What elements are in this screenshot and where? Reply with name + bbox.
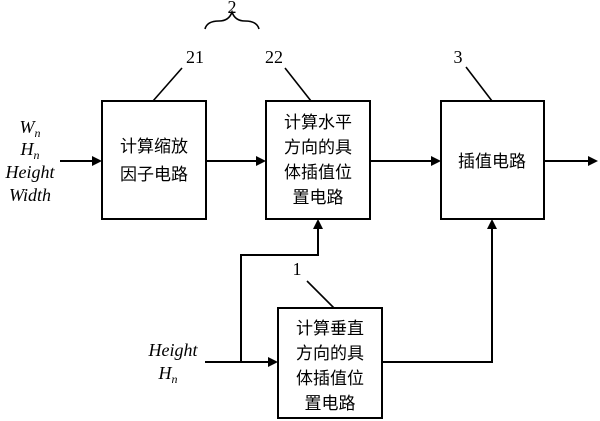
calc-scale-factor-box xyxy=(101,100,207,220)
arrowhead-branch-to-horiz xyxy=(313,219,323,229)
input-hn: Hn xyxy=(20,139,40,162)
label-interp: 3 xyxy=(454,47,463,67)
vertical-position-line-1: 计算垂直 xyxy=(296,319,364,339)
group-brace xyxy=(204,9,260,30)
horizontal-position-line-4: 置电路 xyxy=(293,188,344,208)
leader-horiz xyxy=(284,67,312,102)
label-horiz: 22 xyxy=(265,47,283,67)
input-height: Height xyxy=(5,162,56,182)
wire-branch-to-horiz xyxy=(240,227,319,362)
vertical-position-line-4: 置电路 xyxy=(305,394,356,414)
arrowhead-scale-to-horiz xyxy=(256,156,266,166)
calc-scale-factor-line-1: 计算缩放 xyxy=(120,137,188,157)
label-calc-factor: 21 xyxy=(186,47,204,67)
vertical-position-line-2: 方向的具 xyxy=(296,344,364,364)
arrowhead-interp-output xyxy=(588,156,598,166)
arrowhead-input-to-scale xyxy=(92,156,102,166)
interpolation-line-1: 插值电路 xyxy=(458,152,526,172)
calc-scale-factor-line-2: 因子电路 xyxy=(120,165,188,185)
vertical-position-box xyxy=(277,307,383,419)
interpolation-box xyxy=(440,100,545,220)
input-hn-bottom: Hn xyxy=(158,363,178,386)
leader-vert xyxy=(306,280,335,309)
arrowhead-bottom-input-to-vert xyxy=(268,357,278,367)
leader-calc-factor xyxy=(152,67,183,102)
arrowhead-horiz-to-interp xyxy=(431,156,441,166)
wire-vert-to-interp xyxy=(382,227,493,363)
horizontal-position-line-3: 体插值位 xyxy=(284,163,352,183)
horizontal-position-line-2: 方向的具 xyxy=(284,138,352,158)
vertical-position-line-3: 体插值位 xyxy=(296,369,364,389)
input-wn: Wn xyxy=(20,117,41,140)
leader-interp xyxy=(465,66,493,102)
label-group: 2 xyxy=(228,0,237,17)
input-height-bottom: Height xyxy=(148,340,199,360)
input-width: Width xyxy=(9,185,51,205)
label-vert: 1 xyxy=(293,259,302,279)
horizontal-position-line-1: 计算水平 xyxy=(284,113,352,133)
arrowhead-vert-to-interp xyxy=(487,219,497,229)
